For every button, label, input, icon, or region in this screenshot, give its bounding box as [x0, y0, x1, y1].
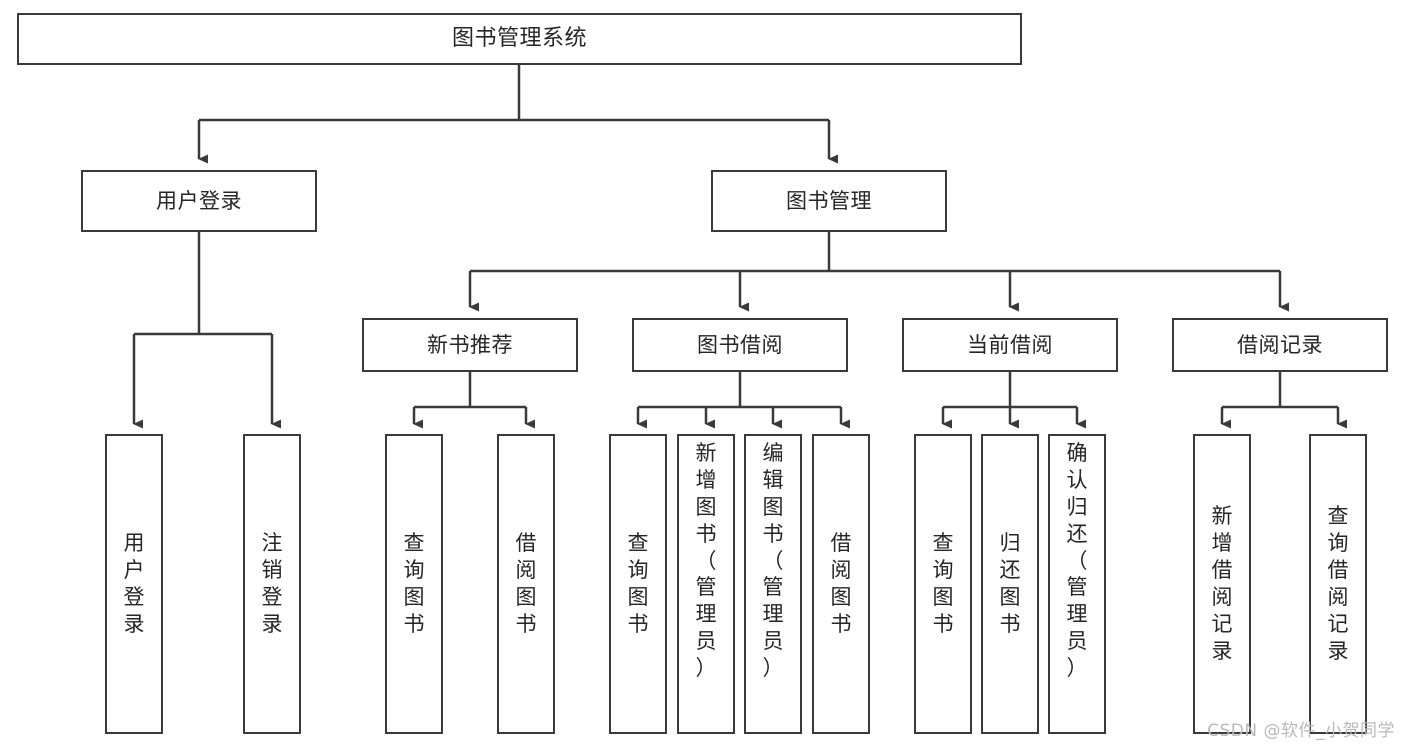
- node-new-book-recommend-label: 新书推荐: [427, 332, 513, 357]
- node-leaf-query-book-2-label: 查 询 图 书: [627, 531, 649, 636]
- node-leaf-query-book-1-label: 查 询 图 书: [403, 531, 425, 636]
- node-leaf-edit-book-label: 编 辑 图 书 （ 管 理 员 ）: [762, 441, 784, 680]
- node-root-label: 图书管理系统: [451, 26, 587, 52]
- node-leaf-query-borrow-record-label: 查 询 借 阅 记 录: [1327, 504, 1349, 663]
- node-leaf-user-login-label: 用 户 登 录: [123, 531, 145, 636]
- node-leaf-borrow-book-1-label: 借 阅 图 书: [515, 531, 537, 636]
- node-leaf-return-book[interactable]: 归 还 图 书: [981, 434, 1039, 734]
- node-leaf-confirm-return-label: 确 认 归 还 （ 管 理 员 ）: [1066, 441, 1088, 680]
- node-leaf-confirm-return[interactable]: 确 认 归 还 （ 管 理 员 ）: [1048, 434, 1106, 734]
- node-leaf-logout[interactable]: 注 销 登 录: [243, 434, 301, 734]
- node-leaf-logout-label: 注 销 登 录: [261, 531, 283, 636]
- node-leaf-borrow-book-1[interactable]: 借 阅 图 书: [497, 434, 555, 734]
- node-leaf-query-book-1[interactable]: 查 询 图 书: [385, 434, 443, 734]
- node-leaf-query-book-2[interactable]: 查 询 图 书: [609, 434, 667, 734]
- node-leaf-add-book-label: 新 增 图 书 （ 管 理 员 ）: [695, 441, 717, 680]
- node-current-borrow-label: 当前借阅: [967, 332, 1053, 357]
- node-leaf-borrow-book-2[interactable]: 借 阅 图 书: [812, 434, 870, 734]
- node-book-borrow-label: 图书借阅: [697, 332, 783, 357]
- node-leaf-add-borrow-record-label: 新 增 借 阅 记 录: [1211, 504, 1233, 663]
- node-leaf-borrow-book-2-label: 借 阅 图 书: [830, 531, 852, 636]
- node-leaf-user-login[interactable]: 用 户 登 录: [105, 434, 163, 734]
- node-user-login[interactable]: 用户登录: [81, 170, 317, 232]
- node-current-borrow[interactable]: 当前借阅: [902, 318, 1118, 372]
- node-leaf-return-book-label: 归 还 图 书: [999, 531, 1021, 636]
- node-leaf-add-borrow-record[interactable]: 新 增 借 阅 记 录: [1193, 434, 1251, 734]
- node-new-book-recommend[interactable]: 新书推荐: [362, 318, 578, 372]
- node-borrow-record-label: 借阅记录: [1237, 332, 1323, 357]
- node-book-manage[interactable]: 图书管理: [711, 170, 947, 232]
- node-leaf-add-book[interactable]: 新 增 图 书 （ 管 理 员 ）: [677, 434, 735, 734]
- node-user-login-label: 用户登录: [156, 188, 242, 213]
- node-leaf-query-book-3-label: 查 询 图 书: [932, 531, 954, 636]
- node-leaf-edit-book[interactable]: 编 辑 图 书 （ 管 理 员 ）: [744, 434, 802, 734]
- node-borrow-record[interactable]: 借阅记录: [1172, 318, 1388, 372]
- node-book-manage-label: 图书管理: [786, 188, 872, 213]
- node-book-borrow[interactable]: 图书借阅: [632, 318, 848, 372]
- node-leaf-query-book-3[interactable]: 查 询 图 书: [914, 434, 972, 734]
- node-root[interactable]: 图书管理系统: [17, 13, 1022, 65]
- node-leaf-query-borrow-record[interactable]: 查 询 借 阅 记 录: [1309, 434, 1367, 734]
- watermark-csdn: CSDN @软件_小贺同学: [1207, 721, 1395, 741]
